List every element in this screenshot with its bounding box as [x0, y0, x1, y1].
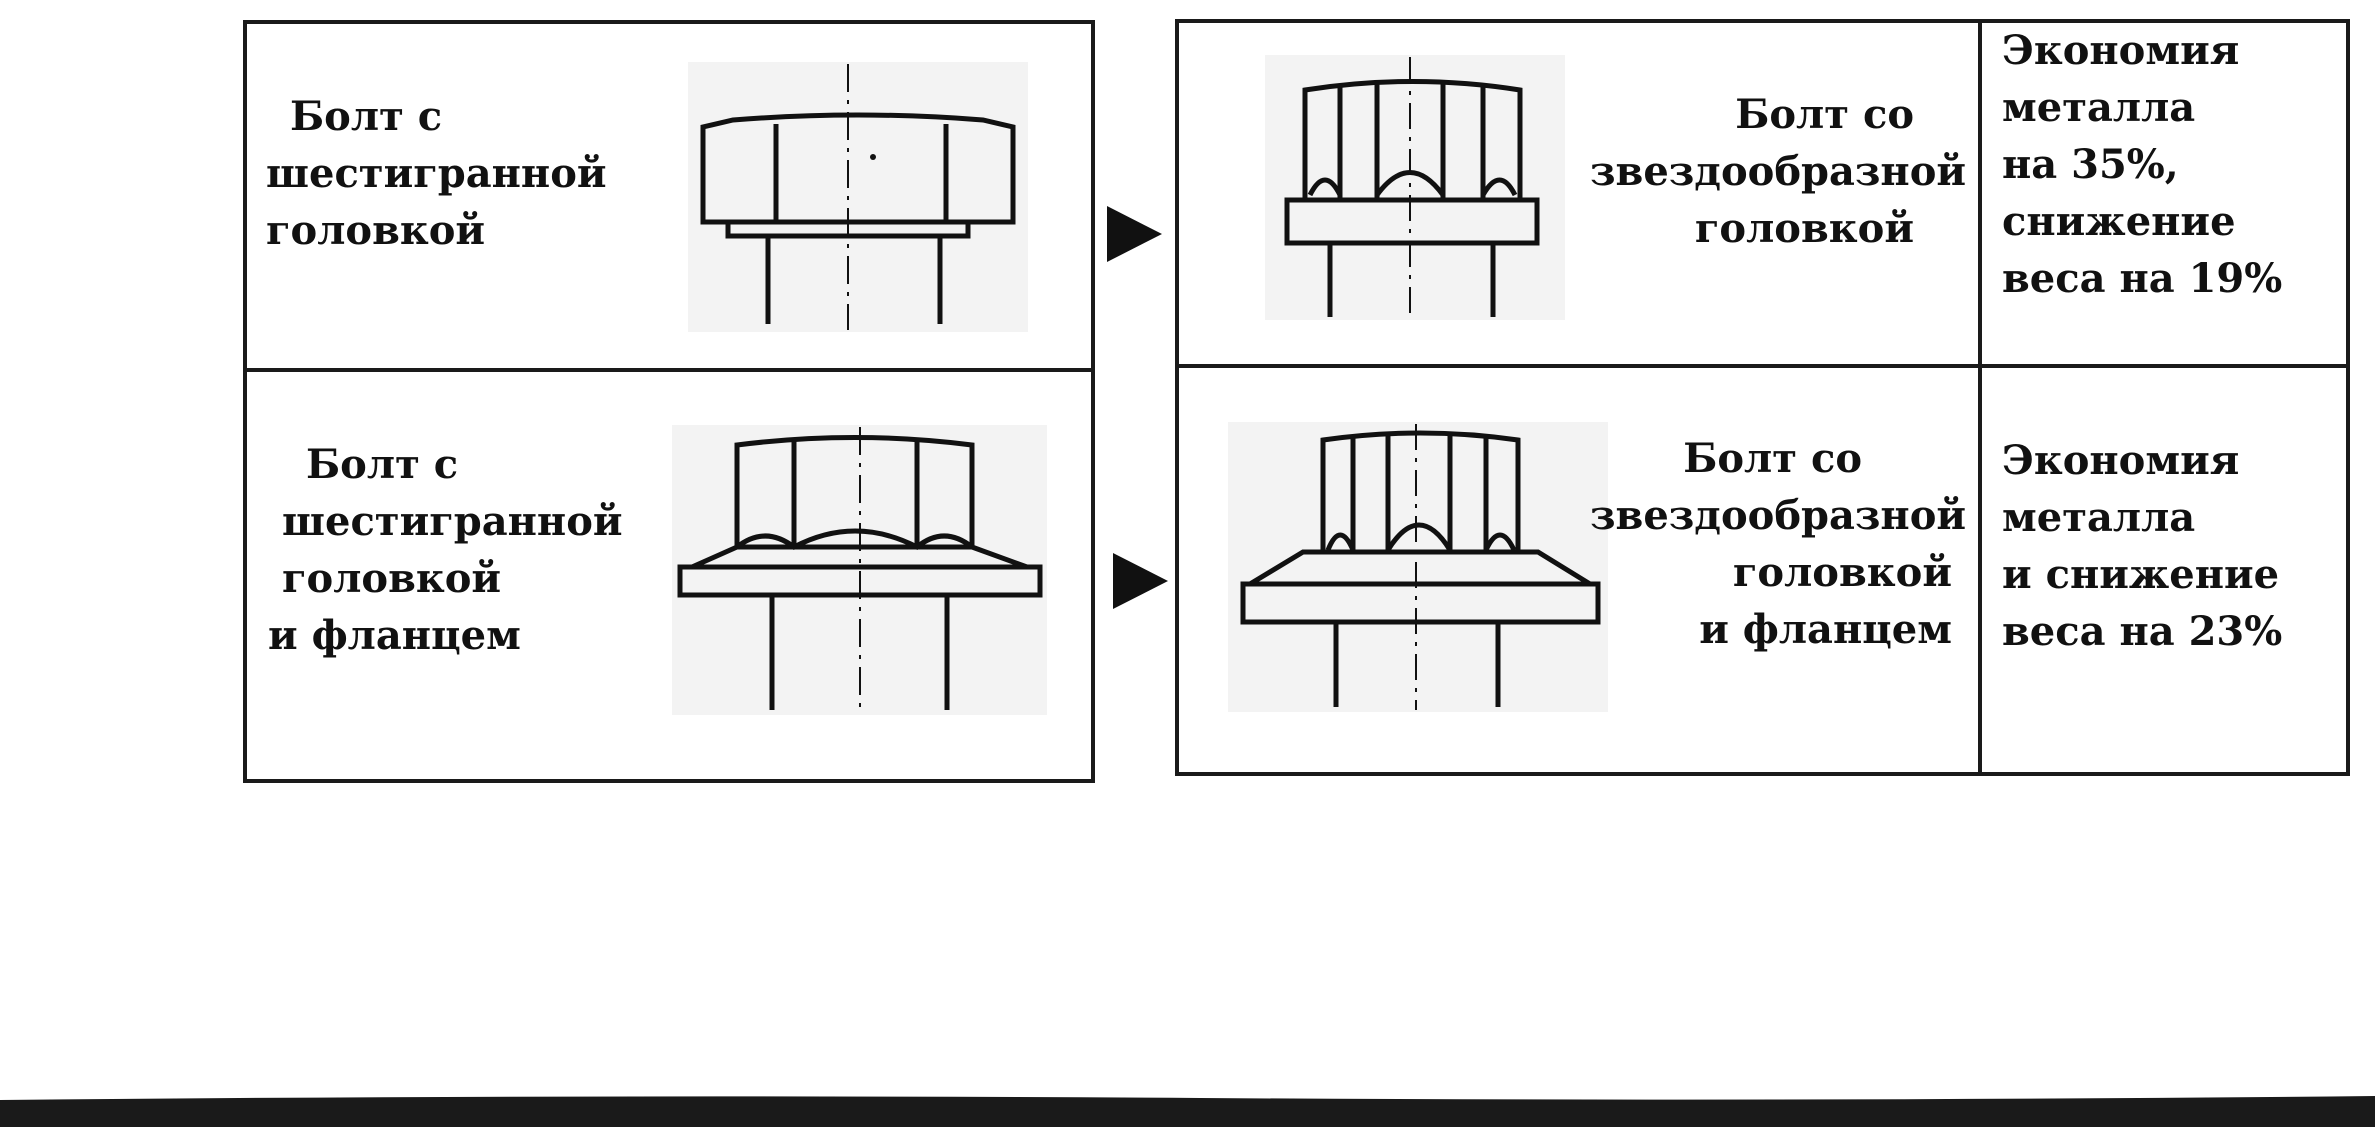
note-line: металла	[2002, 84, 2196, 131]
right-table	[1175, 19, 2350, 776]
note-line: Экономия	[2002, 437, 2240, 484]
star-flange-bolt-label: Болт со звездообразной головкой и фланце…	[1590, 430, 1967, 658]
note-line: веса на 23%	[2002, 608, 2283, 655]
savings-note-1: Экономия металла на 35%, снижение веса н…	[2002, 22, 2282, 307]
note-line: Экономия	[2002, 27, 2240, 74]
label-line: звездообразной	[1590, 492, 1967, 539]
note-line: веса на 19%	[2002, 255, 2283, 302]
hex-bolt-drawing	[688, 62, 1028, 332]
label-line: и фланцем	[1699, 606, 1952, 653]
star-bolt-label: Болт со звездообразной головкой	[1590, 86, 1967, 257]
left-table	[243, 20, 1095, 783]
savings-note-2: Экономия металла и снижение веса на 23%	[2002, 432, 2282, 660]
note-line: металла	[2002, 494, 2196, 541]
label-line: звездообразной	[1590, 148, 1967, 195]
hex-bolt-label: Болт с шестигранной головкой	[266, 88, 607, 259]
right-table-divider	[1175, 364, 2350, 368]
hex-flange-bolt-drawing	[672, 425, 1047, 715]
star-bolt-drawing	[1265, 55, 1565, 320]
label-line: головкой	[266, 207, 486, 254]
label-line: головкой	[1694, 205, 1914, 252]
label-line: шестигранной	[282, 498, 623, 545]
note-line: снижение	[2002, 198, 2236, 245]
star-flange-bolt-drawing	[1228, 422, 1608, 712]
right-table-column-divider	[1978, 19, 1982, 776]
left-table-divider	[243, 368, 1095, 372]
label-line: головкой	[282, 555, 502, 602]
label-line: Болт со	[1683, 435, 1862, 482]
right-arrow-icon	[1113, 553, 1168, 609]
label-line: и фланцем	[268, 612, 521, 659]
label-line: Болт с	[290, 93, 443, 140]
label-line: Болт со	[1735, 91, 1914, 138]
right-arrow-icon	[1107, 206, 1162, 262]
hex-flange-bolt-label: Болт с шестигранной головкой и фланцем	[268, 436, 623, 664]
label-line: Болт с	[306, 441, 459, 488]
note-line: на 35%,	[2002, 141, 2179, 188]
label-line: шестигранной	[266, 150, 607, 197]
scan-edge	[0, 1096, 2375, 1127]
label-line: головкой	[1732, 549, 1952, 596]
note-line: и снижение	[2002, 551, 2280, 598]
